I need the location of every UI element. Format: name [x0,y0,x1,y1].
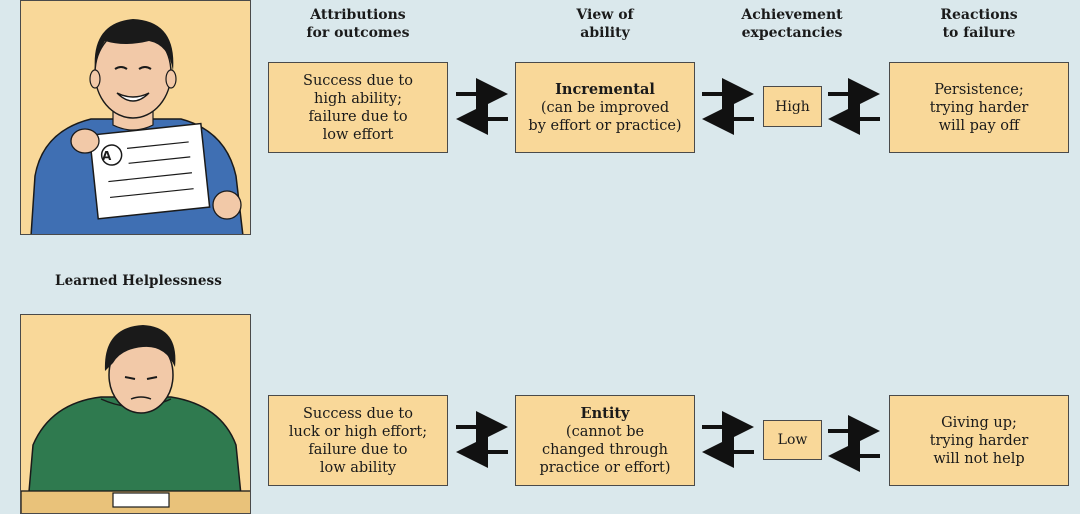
bottom-expectancy-text: Low [777,432,808,448]
bottom-arrow-pair-3 [828,415,880,472]
top-reaction-text: Persistence; trying harder will pay off [929,81,1029,134]
top-expectancy-box: High [763,86,822,127]
bottom-expectancy-box: Low [763,420,822,460]
top-view-text: (can be improved by effort or practice) [528,99,682,134]
top-arrow-pair-2 [702,78,754,135]
top-reaction-box: Persistence; trying harder will pay off [889,62,1069,153]
learned-helplessness-label: Learned Helplessness [55,273,222,289]
header-reactions-to-failure: Reactions to failure [940,7,1018,41]
header-achievement-expectancies: Achievement expectancies [741,7,843,41]
bottom-reaction-box: Giving up; trying harder will not help [889,395,1069,486]
bottom-view-title: Entity [580,404,630,422]
mastery-boy-illustration: A [20,0,251,235]
top-arrow-pair-3 [828,78,880,135]
top-expectancy-text: High [775,98,810,115]
bottom-attributions-text: Success due to luck or high effort; fail… [288,405,428,476]
bottom-arrow-pair-2 [702,411,754,468]
top-attributions-box: Success due to high ability; failure due… [268,62,448,153]
top-arrow-pair-1 [456,78,508,135]
grade-letter: A [102,149,112,163]
flow-arrows [456,78,880,472]
bottom-attributions-box: Success due to luck or high effort; fail… [268,395,448,486]
bottom-reaction-text: Giving up; trying harder will not help [929,414,1029,467]
bottom-arrow-pair-1 [456,411,508,468]
header-attributions: Attributions for outcomes [306,7,410,41]
smiling-boy-with-paper-image: A [30,19,244,234]
top-view-box: Incremental (can be improved by effort o… [515,62,695,153]
top-attributions-text: Success due to high ability; failure due… [303,72,413,143]
header-view-of-ability: View of ability [576,7,634,41]
bottom-view-box: Entity (cannot be changed through practi… [515,395,695,486]
top-view-title: Incremental [555,80,655,98]
bottom-view-text: (cannot be changed through practice or e… [539,423,671,476]
